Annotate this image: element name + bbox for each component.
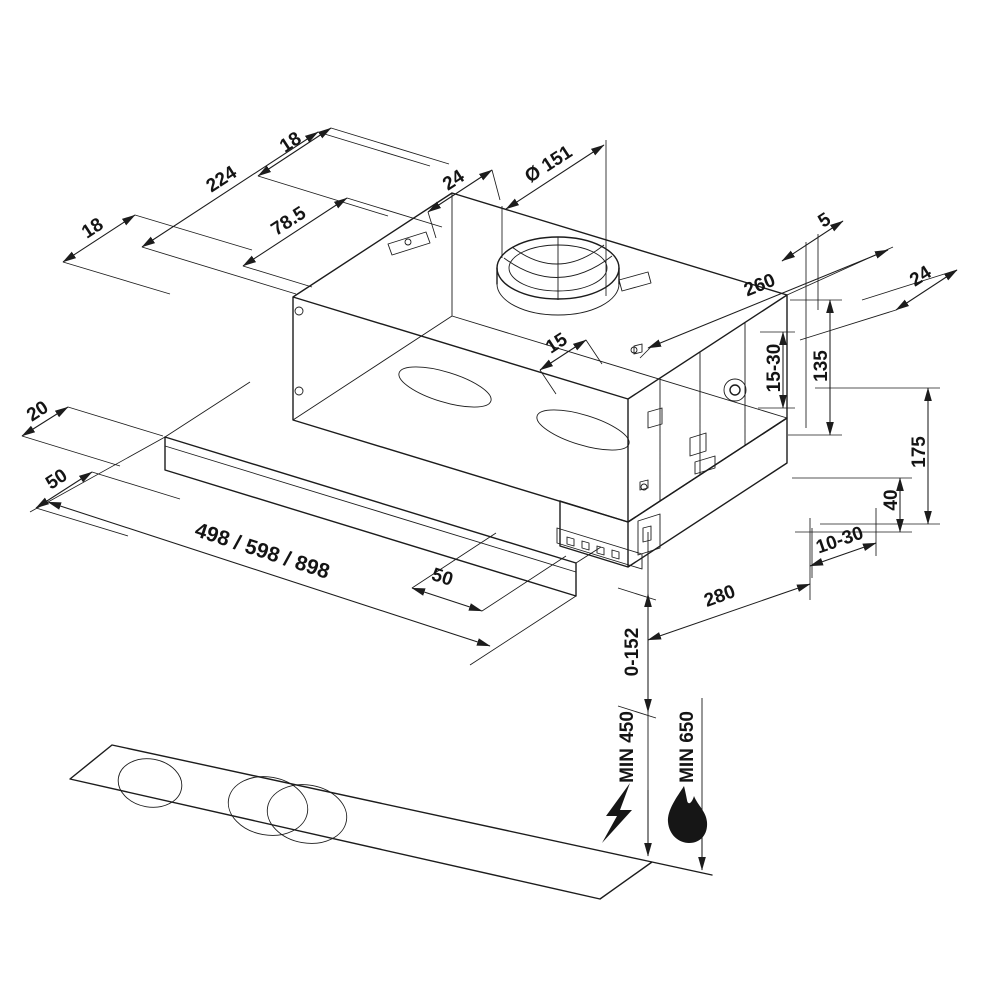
dim-label-15-30: 15-30 bbox=[764, 344, 785, 393]
clearance-lines bbox=[602, 532, 708, 871]
flame-icon bbox=[667, 786, 708, 843]
dim-label-20: 20 bbox=[23, 397, 52, 426]
dim-line-duct-diameter bbox=[505, 144, 605, 210]
drawer-front bbox=[164, 436, 577, 597]
dim-line-18-left bbox=[62, 214, 136, 263]
dim-label-135: 135 bbox=[811, 350, 832, 382]
cooktop-surface bbox=[69, 744, 713, 900]
dim-label-18-top: 18 bbox=[276, 128, 305, 157]
grease-filter-opening bbox=[398, 366, 492, 408]
dim-line-260 bbox=[647, 249, 889, 349]
dim-line-15 bbox=[539, 339, 587, 371]
duct-base-and-damper bbox=[496, 237, 652, 316]
dimension-lines bbox=[21, 127, 958, 713]
telescopic-drawer bbox=[164, 381, 602, 597]
dim-line-50-left bbox=[35, 471, 93, 509]
dim-label-175: 175 bbox=[909, 436, 930, 468]
cable-gland-inner bbox=[729, 384, 741, 396]
grease-filter-opening bbox=[536, 409, 630, 451]
dim-label-40: 40 bbox=[881, 489, 902, 510]
control-panel bbox=[556, 513, 661, 570]
dim-label-18-left: 18 bbox=[78, 214, 107, 243]
hood-body-hidden-edges bbox=[292, 193, 788, 421]
dim-line-10-30 bbox=[809, 542, 877, 567]
dim-label-min-650: MIN 650 bbox=[677, 711, 698, 783]
burner bbox=[117, 758, 183, 808]
burner bbox=[266, 784, 348, 844]
bottom-frame-outline bbox=[559, 417, 788, 568]
dim-line-50-front bbox=[411, 587, 483, 612]
screw-hole bbox=[294, 306, 304, 316]
dim-line-280 bbox=[647, 583, 811, 641]
dim-label-min-450: MIN 450 bbox=[617, 711, 638, 783]
bracket-hole bbox=[404, 238, 412, 246]
cable-gland-outer bbox=[723, 378, 747, 402]
dim-label-10-30: 10-30 bbox=[813, 523, 866, 559]
dim-label-224: 224 bbox=[203, 162, 241, 197]
dim-line-224 bbox=[141, 131, 319, 248]
side-panel-lines bbox=[633, 323, 746, 501]
dim-line-78-5 bbox=[242, 197, 348, 267]
dim-line-24-top bbox=[427, 169, 493, 213]
side-panel-details bbox=[633, 323, 747, 501]
cooktop bbox=[69, 744, 713, 900]
dim-label-50-left: 50 bbox=[42, 465, 71, 494]
hood-body bbox=[292, 192, 788, 523]
control-panel-switches bbox=[556, 513, 661, 570]
dim-label-50-front: 50 bbox=[429, 564, 456, 591]
lightning-icon bbox=[602, 783, 632, 843]
dim-label-78-5: 78.5 bbox=[268, 202, 311, 240]
dim-label-15: 15 bbox=[542, 329, 572, 358]
dim-line-widths bbox=[47, 501, 491, 647]
exhaust-duct-collar bbox=[496, 236, 652, 316]
screw-hole bbox=[640, 483, 648, 491]
dim-line-20 bbox=[21, 406, 69, 437]
screw-hole bbox=[294, 386, 304, 396]
dim-label-280: 280 bbox=[701, 581, 738, 612]
dim-label-widths: 498 / 598 / 898 bbox=[192, 519, 333, 584]
burner bbox=[227, 776, 309, 836]
dim-label-24-top: 24 bbox=[439, 166, 469, 195]
dim-label-0-152: 0-152 bbox=[622, 628, 643, 677]
clearance-reference-line bbox=[647, 532, 703, 812]
dim-line-24-right bbox=[895, 269, 958, 311]
mounting-bracket bbox=[387, 231, 431, 256]
hood-body-outline bbox=[292, 192, 788, 523]
bottom-frame bbox=[559, 417, 788, 568]
dimension-labels: 18 224 78.5 18 24 Ø 151 5 24 260 15 15-3… bbox=[23, 128, 936, 783]
